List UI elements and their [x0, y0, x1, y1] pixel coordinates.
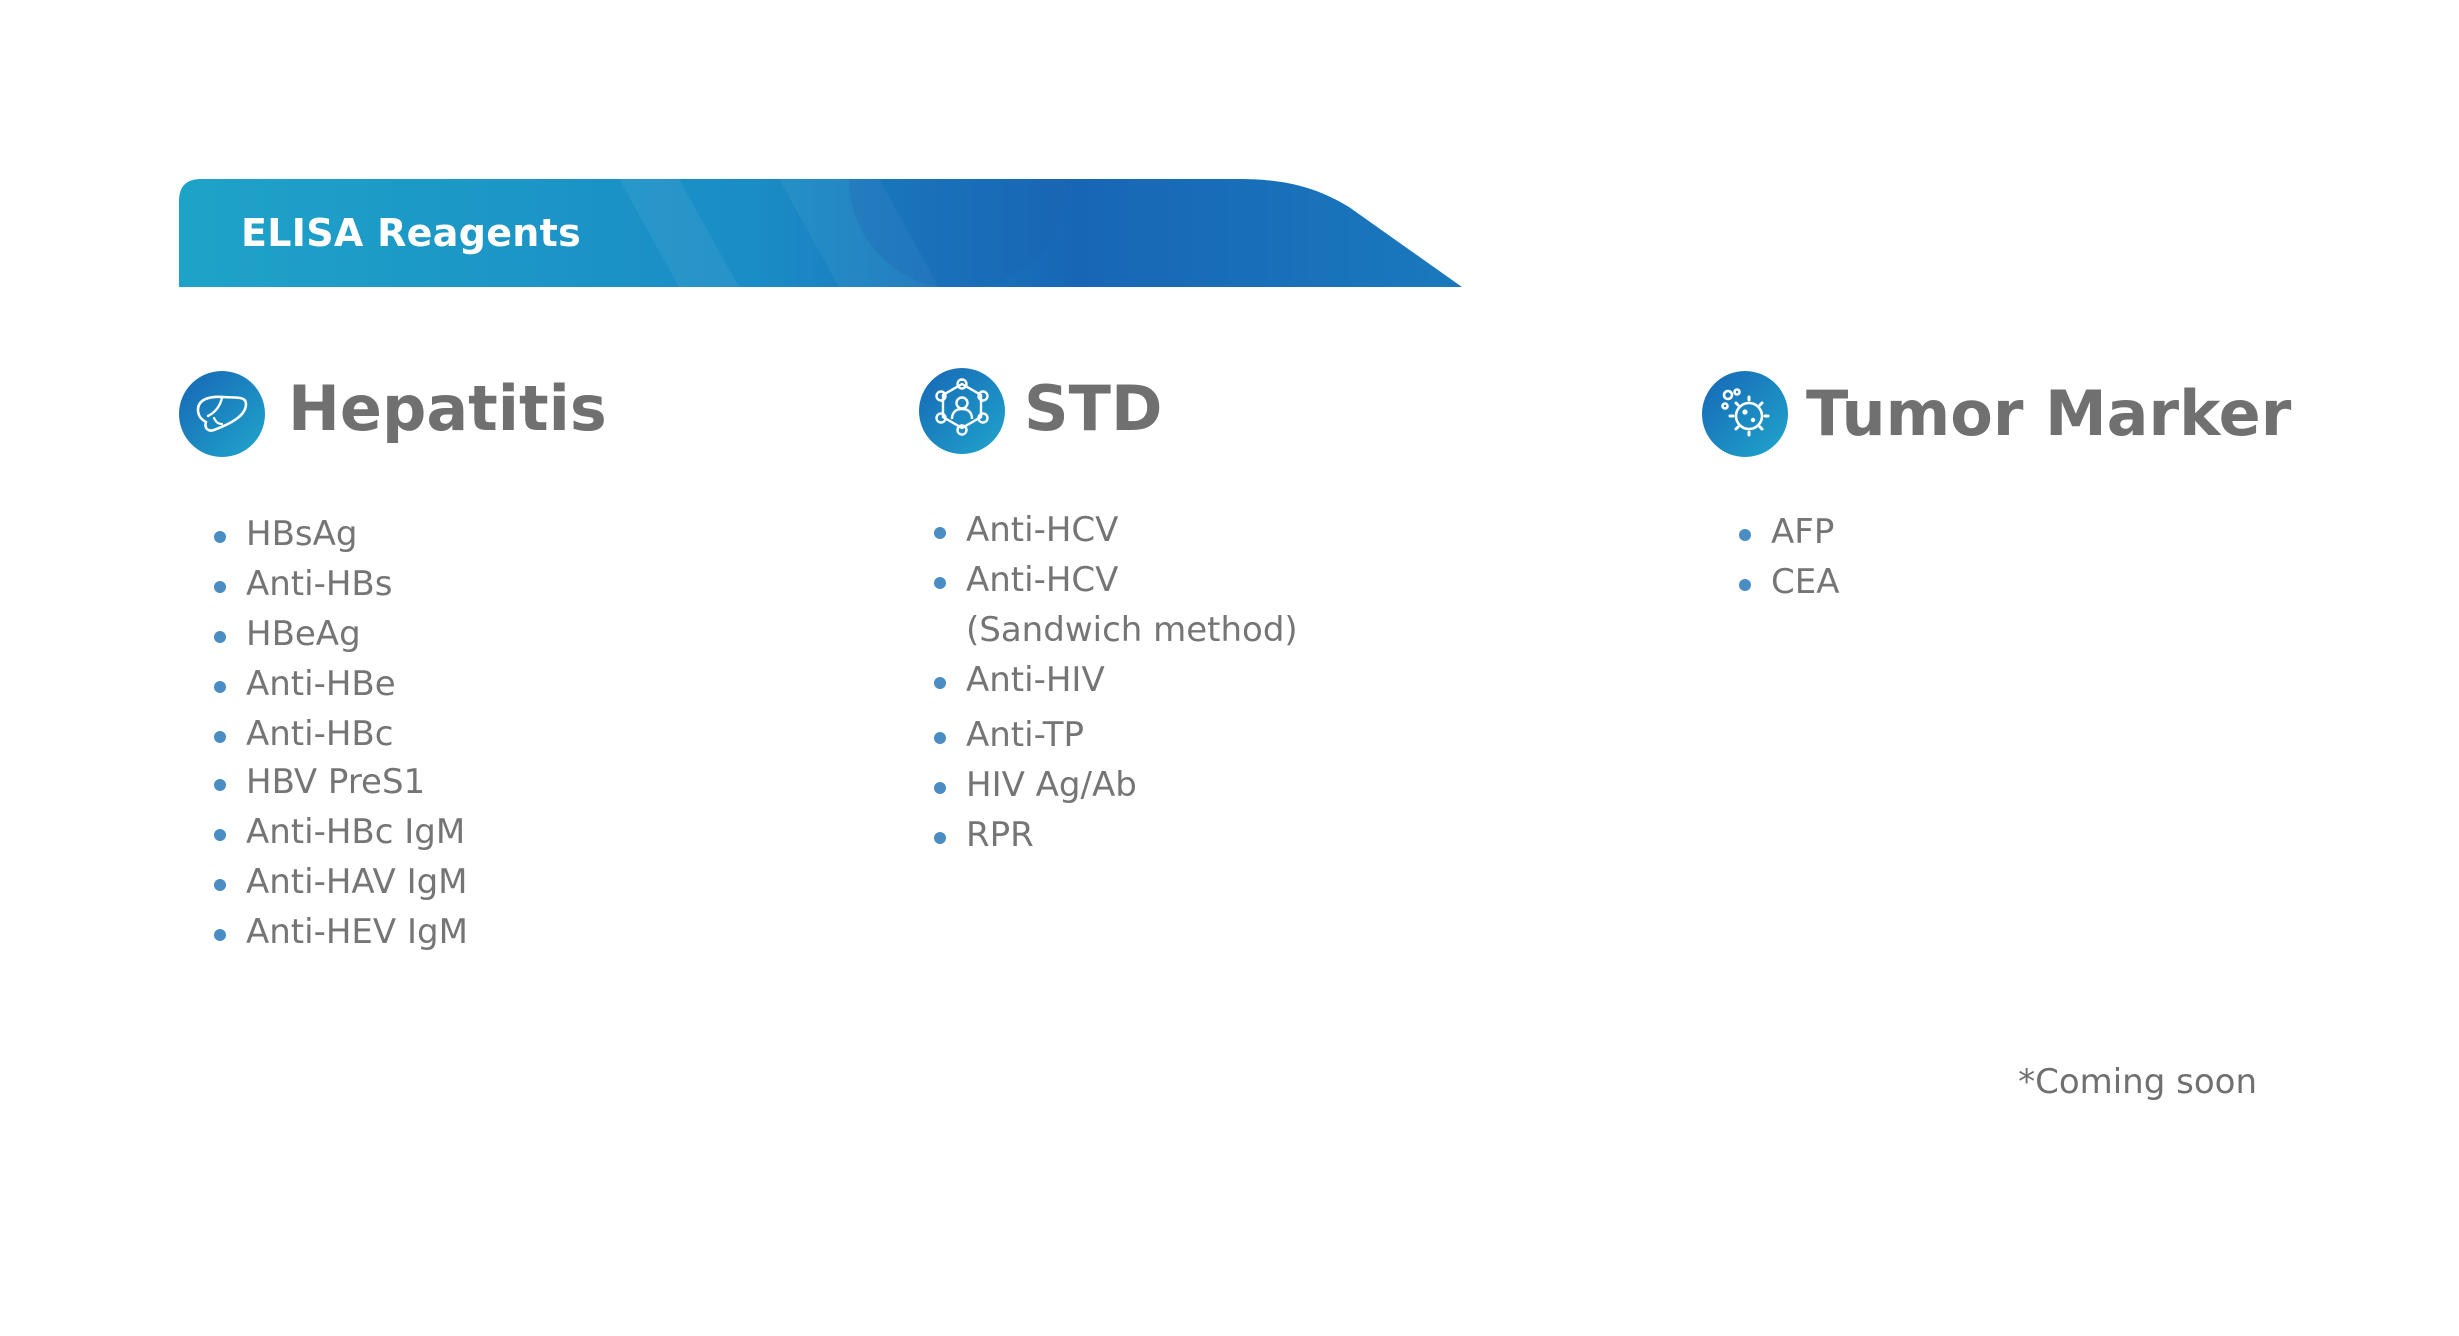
list-item: AFP: [1739, 512, 1835, 552]
list-item-label: Anti-HBc: [246, 714, 394, 754]
liver-icon: [178, 370, 266, 458]
list-item: HIV Ag/Ab: [934, 765, 1137, 805]
list-item-label: HBsAg: [246, 514, 358, 554]
list-item: Anti-HBs: [214, 564, 393, 604]
bullet-icon: [214, 631, 226, 643]
list-item-label: Anti-HIV: [966, 660, 1105, 700]
list-item: HBeAg: [214, 614, 361, 654]
list-item: Anti-HBc IgM: [214, 812, 466, 852]
list-item-label: RPR: [966, 815, 1034, 855]
list-item: Anti-HCV: [934, 510, 1119, 550]
list-item: RPR: [934, 815, 1034, 855]
list-item: Anti-HEV IgM: [214, 912, 468, 952]
list-item-label: Anti-HCV: [966, 510, 1119, 550]
list-item-label: Anti-HEV IgM: [246, 912, 468, 952]
list-item-label: Anti-HBs: [246, 564, 393, 604]
list-item-label: HIV Ag/Ab: [966, 765, 1137, 805]
bullet-icon: [214, 779, 226, 791]
list-item: HBV PreS1: [214, 762, 426, 802]
banner-title: ELISA Reagents: [241, 211, 582, 255]
list-item: Anti-HBe: [214, 664, 396, 704]
list-item: Anti-HAV IgM: [214, 862, 468, 902]
bullet-icon: [934, 782, 946, 794]
section-banner: ELISA Reagents: [179, 179, 1479, 287]
bullet-icon: [214, 581, 226, 593]
list-item-label: Anti-TP: [966, 715, 1085, 755]
bullet-icon: [214, 681, 226, 693]
bullet-icon: [934, 577, 946, 589]
bullet-icon: [1739, 579, 1751, 591]
list-item: HBsAg: [214, 514, 358, 554]
list-item: Anti-HBc: [214, 714, 394, 754]
coming-soon-note: *Coming soon: [2018, 1062, 2257, 1102]
section-title-std: STD: [1024, 372, 1163, 445]
list-item: Anti-HCV: [934, 560, 1119, 600]
list-item-continuation: (Sandwich method): [966, 610, 1298, 650]
list-item-label: HBeAg: [246, 614, 361, 654]
list-item-label: Anti-HBc IgM: [246, 812, 466, 852]
bullet-icon: [214, 731, 226, 743]
list-item-label: Anti-HBe: [246, 664, 396, 704]
section-title-tumor-marker: Tumor Marker: [1806, 377, 2292, 450]
cell-virus-icon: [1701, 370, 1789, 458]
molecule-network-icon: [918, 367, 1006, 455]
list-item: CEA: [1739, 562, 1840, 602]
list-item-label: AFP: [1771, 512, 1835, 552]
list-item: Anti-HIV: [934, 660, 1105, 700]
bullet-icon: [934, 832, 946, 844]
list-item: Anti-TP: [934, 715, 1085, 755]
list-item-label: HBV PreS1: [246, 762, 426, 802]
list-item-label: Anti-HCV: [966, 560, 1119, 600]
list-item-label: Anti-HAV IgM: [246, 862, 468, 902]
list-item-label: (Sandwich method): [966, 610, 1298, 650]
section-title-hepatitis: Hepatitis: [288, 372, 607, 445]
bullet-icon: [214, 929, 226, 941]
bullet-icon: [214, 829, 226, 841]
bullet-icon: [214, 879, 226, 891]
bullet-icon: [214, 531, 226, 543]
bullet-icon: [934, 732, 946, 744]
bullet-icon: [934, 677, 946, 689]
bullet-icon: [934, 527, 946, 539]
list-item-label: CEA: [1771, 562, 1840, 602]
banner-shape: [179, 179, 1462, 287]
bullet-icon: [1739, 529, 1751, 541]
